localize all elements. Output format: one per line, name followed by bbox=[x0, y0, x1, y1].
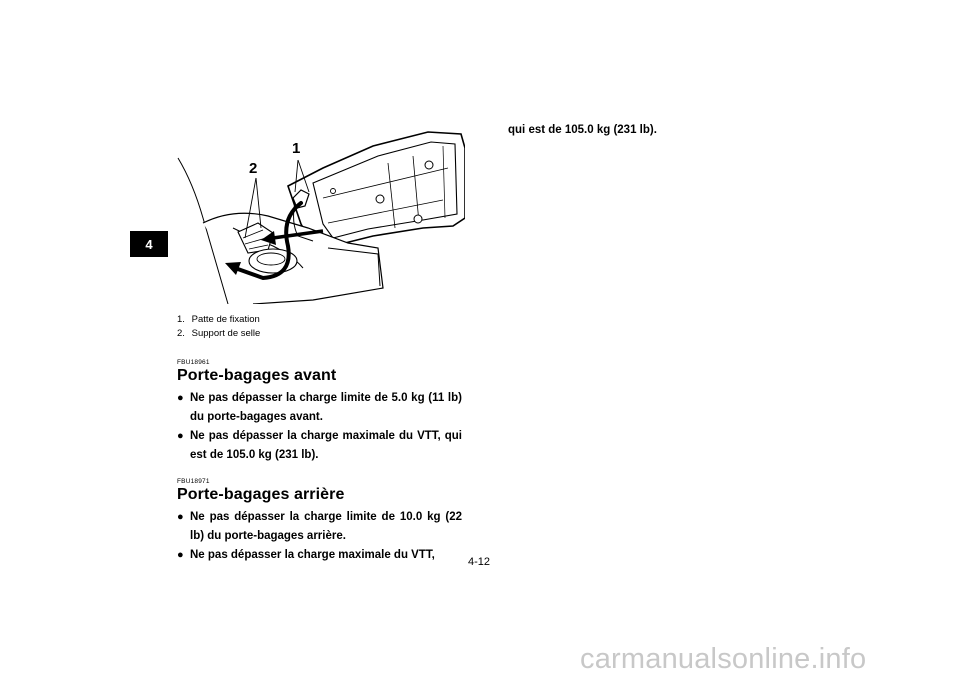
legend-number: 1. bbox=[177, 314, 185, 325]
list-item: ● Ne pas dépasser la charge maximale du V… bbox=[177, 546, 462, 565]
legend-item: 1. Patte de fixation bbox=[177, 313, 260, 327]
bullet-icon: ● bbox=[177, 392, 184, 404]
seat-illustration-svg: 1 2 bbox=[177, 131, 466, 305]
bullet-list: ● Ne pas dépasser la charge limite de 5.0… bbox=[177, 389, 462, 465]
legend-item: 2. Support de selle bbox=[177, 327, 260, 341]
callout-1: 1 bbox=[292, 140, 300, 157]
section-code: FBU18961 bbox=[177, 359, 210, 366]
legend-number: 2. bbox=[177, 328, 185, 339]
bullet-list: ● Ne pas dépasser la charge limite de 10.… bbox=[177, 508, 462, 565]
chapter-tab: 4 bbox=[130, 231, 168, 257]
page-number: 4-12 bbox=[468, 556, 491, 568]
watermark: carmanualsonline.info bbox=[580, 643, 867, 675]
bullet-text: Ne pas dépasser la charge maximale du VT… bbox=[190, 430, 462, 461]
figure-legend: 1. Patte de fixation 2. Support de selle bbox=[177, 313, 260, 341]
bullet-text: Ne pas dépasser la charge limite de 5.0 … bbox=[190, 392, 462, 423]
section-code: FBU18971 bbox=[177, 478, 210, 485]
callout-2: 2 bbox=[249, 160, 257, 177]
section-title: Porte-bagages avant bbox=[177, 367, 337, 384]
bullet-icon: ● bbox=[177, 511, 184, 523]
section-title: Porte-bagages arrière bbox=[177, 486, 345, 503]
list-item: ● Ne pas dépasser la charge limite de 10.… bbox=[177, 508, 462, 546]
bullet-text: Ne pas dépasser la charge limite de 10.0… bbox=[190, 511, 462, 542]
section-front-rack: FBU18961 Porte-bagages avant ● Ne pas dép… bbox=[177, 359, 462, 465]
seat-bracket-illustration: 1 2 bbox=[173, 128, 466, 305]
left-column: FBU18961 Porte-bagages avant ● Ne pas dép… bbox=[177, 359, 462, 565]
right-column-continued-text: qui est de 105.0 kg (231 lb). bbox=[508, 124, 657, 136]
bullet-icon: ● bbox=[177, 549, 184, 561]
list-item: ● Ne pas dépasser la charge maximale du V… bbox=[177, 427, 462, 465]
legend-label: Support de selle bbox=[191, 328, 261, 339]
legend-label: Patte de fixation bbox=[191, 314, 260, 325]
list-item: ● Ne pas dépasser la charge limite de 5.0… bbox=[177, 389, 462, 427]
bullet-text: Ne pas dépasser la charge maximale du VT… bbox=[190, 549, 435, 561]
bullet-icon: ● bbox=[177, 430, 184, 442]
section-rear-rack: FBU18971 Porte-bagages arrière ● Ne pas d… bbox=[177, 478, 462, 565]
